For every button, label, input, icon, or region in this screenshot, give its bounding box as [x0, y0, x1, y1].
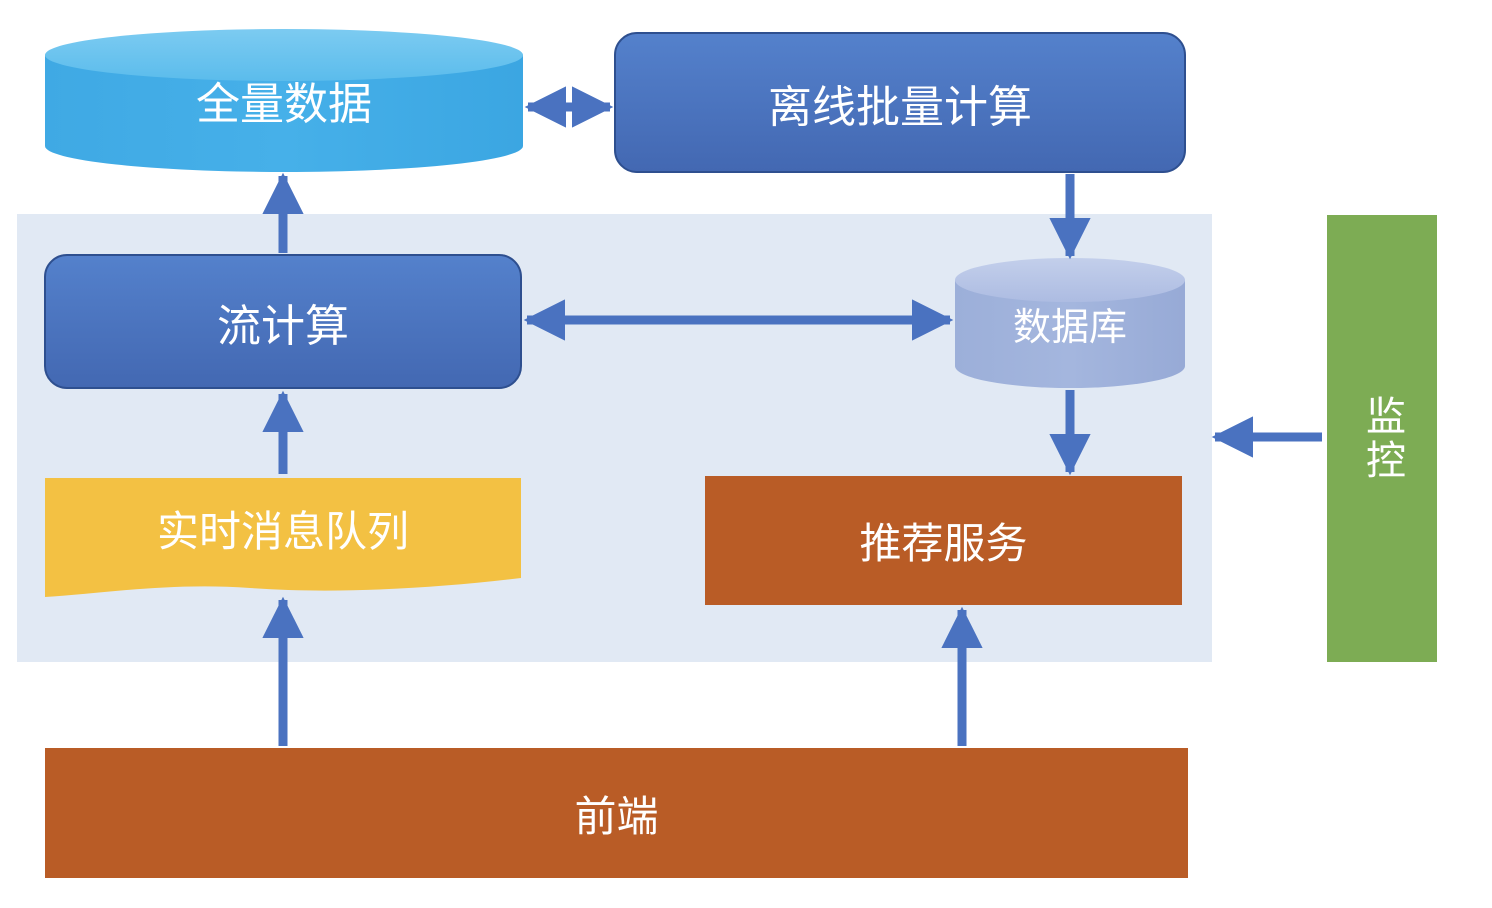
node-database-shape[interactable] [955, 258, 1185, 388]
node-monitoring-shape[interactable] [1327, 215, 1437, 662]
node-recommend-service-shape[interactable] [705, 476, 1182, 605]
node-stream-compute-shape[interactable] [44, 254, 522, 389]
node-message-queue-shape[interactable] [45, 478, 521, 597]
node-offline-batch-shape[interactable] [614, 32, 1186, 173]
node-full-data-shape[interactable] [45, 29, 523, 172]
node-frontend-shape[interactable] [45, 748, 1188, 878]
